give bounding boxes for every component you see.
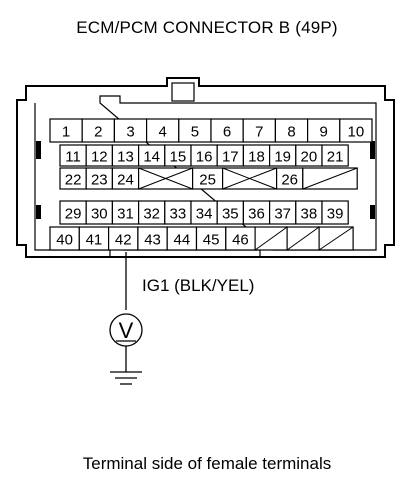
terminal-number: 6	[223, 124, 231, 141]
side-lock-right-lower	[370, 205, 375, 219]
terminal-number: 25	[199, 172, 216, 189]
terminal-number: 3	[126, 124, 134, 141]
terminal-number: 9	[320, 124, 328, 141]
terminal-number: 41	[86, 232, 103, 249]
terminal-number: 15	[170, 149, 187, 166]
terminal-number: 18	[248, 149, 265, 166]
unused-cavity-mark	[302, 167, 358, 190]
terminal-number: 23	[91, 172, 108, 189]
terminal-number: 24	[117, 172, 134, 189]
side-lock-right	[370, 141, 375, 159]
diagram-caption: Terminal side of female terminals	[82, 454, 332, 473]
terminal-number: 4	[159, 124, 167, 141]
unused-cavity-mark	[254, 226, 288, 251]
terminal-number: 31	[117, 206, 134, 223]
terminal-number: 26	[281, 172, 298, 189]
terminal-number: 38	[301, 206, 318, 223]
terminal-number: 46	[232, 232, 249, 249]
terminal-number: 39	[327, 206, 344, 223]
terminal-number: 21	[327, 149, 344, 166]
terminal-number: 17	[222, 149, 239, 166]
terminal-number: 35	[222, 206, 239, 223]
terminal-number: 8	[287, 124, 295, 141]
terminal-number: 1	[62, 124, 70, 141]
terminal-number: 34	[196, 206, 213, 223]
housing-outer	[16, 77, 395, 258]
voltmeter-symbol: V	[119, 318, 134, 343]
terminal-number: 29	[65, 206, 82, 223]
terminal-number: 5	[191, 124, 199, 141]
probe-label: IG1 (BLK/YEL)	[142, 276, 254, 295]
terminal-number: 33	[170, 206, 187, 223]
terminal-number: 43	[144, 232, 161, 249]
terminal-cell	[321, 144, 349, 167]
side-lock-left-lower	[36, 205, 41, 219]
side-lock-left	[36, 141, 41, 159]
terminal-number: 10	[348, 124, 365, 141]
terminal-number: 16	[196, 149, 213, 166]
terminal-number: 37	[274, 206, 291, 223]
terminal-number: 19	[274, 149, 291, 166]
unused-cavity-mark	[286, 226, 320, 251]
terminal-number: 45	[203, 232, 220, 249]
terminal-number: 36	[248, 206, 265, 223]
terminal-number: 14	[143, 149, 160, 166]
diagram-title: ECM/PCM CONNECTOR B (49P)	[76, 18, 338, 37]
terminal-number: 12	[91, 149, 108, 166]
unused-cavity-mark	[318, 226, 354, 251]
latch-key	[171, 82, 195, 102]
terminal-number: 2	[94, 124, 102, 141]
terminal-cell	[321, 200, 349, 225]
terminal-number: 32	[143, 206, 160, 223]
unused-cavity-mark	[138, 167, 193, 190]
terminal-number: 20	[301, 149, 318, 166]
terminal-number: 30	[91, 206, 108, 223]
unused-cavity-mark	[222, 167, 277, 190]
terminal-number: 11	[65, 149, 81, 166]
terminal-number: 22	[65, 172, 82, 189]
terminal-number: 40	[56, 232, 73, 249]
terminal-number: 7	[255, 124, 263, 141]
terminal-cell	[339, 118, 373, 143]
terminal-number: 44	[174, 232, 191, 249]
terminal-number-probe: 42	[115, 232, 132, 249]
terminal-number: 13	[117, 149, 134, 166]
probe-circuit	[109, 252, 143, 385]
